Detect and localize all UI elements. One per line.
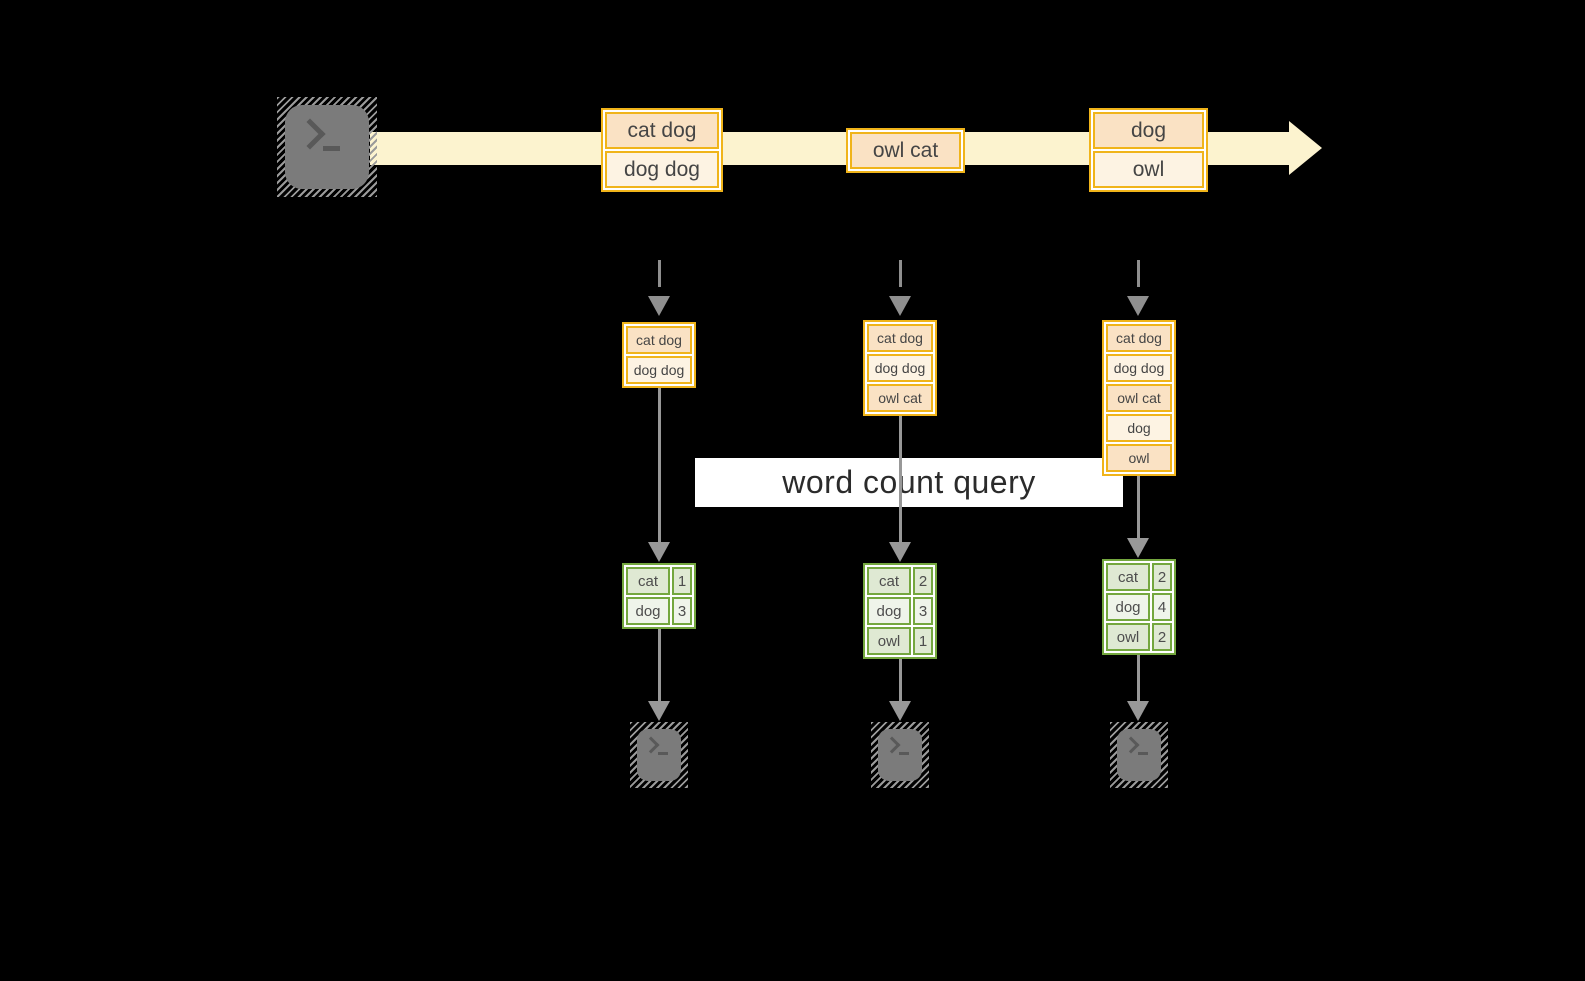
terminal-screen [285, 105, 369, 189]
batch-row: cat dog [605, 112, 719, 149]
prompt-chevron-icon [642, 736, 660, 754]
state-row: cat dog [867, 324, 933, 352]
source-terminal-icon [277, 97, 377, 197]
sink-arrow-line [658, 629, 661, 703]
state-row: owl [1106, 444, 1172, 472]
wordcount-table-3: cat 2 dog 4 owl 2 [1102, 559, 1176, 655]
prompt-underscore-icon [1138, 752, 1148, 755]
prompt-underscore-icon [658, 752, 668, 755]
batch-row: dog [1093, 112, 1204, 149]
count-cell: 1 [672, 567, 692, 595]
state-row: owl cat [1106, 384, 1172, 412]
word-cell: cat [1106, 563, 1150, 591]
count-cell: 3 [913, 597, 933, 625]
word-cell: dog [1106, 593, 1150, 621]
sink-terminal-icon [871, 722, 929, 788]
count-cell: 2 [1152, 563, 1172, 591]
batch-row: dog dog [605, 151, 719, 188]
dashed-arrow-line [899, 260, 902, 287]
terminal-screen [1117, 729, 1161, 781]
sink-arrow-line [899, 659, 902, 703]
word-cell: owl [867, 627, 911, 655]
stream-batch-1-box: cat dog dog dog [601, 108, 723, 192]
dashed-arrow-head-icon [648, 296, 670, 316]
sink-terminal-icon [1110, 722, 1168, 788]
prompt-chevron-icon [294, 118, 326, 150]
prompt-underscore-icon [323, 146, 340, 151]
batch-row: owl cat [850, 132, 961, 169]
word-cell: owl [1106, 623, 1150, 651]
prompt-underscore-icon [899, 752, 909, 755]
batch-row: owl [1093, 151, 1204, 188]
wordcount-table-2: cat 2 dog 3 owl 1 [863, 563, 937, 659]
stream-timeline-arrowhead-icon [1289, 121, 1322, 175]
count-cell: 2 [1152, 623, 1172, 651]
word-cell: dog [626, 597, 670, 625]
query-arrow-line [658, 388, 661, 544]
accumulated-state-box-1: cat dog dog dog [622, 322, 696, 388]
sink-arrow-head-icon [1127, 701, 1149, 721]
state-row: cat dog [626, 326, 692, 354]
sink-arrow-head-icon [889, 701, 911, 721]
stream-batch-3-box: dog owl [1089, 108, 1208, 192]
state-row: dog dog [1106, 354, 1172, 382]
count-cell: 3 [672, 597, 692, 625]
state-row: cat dog [1106, 324, 1172, 352]
sink-arrow-head-icon [648, 701, 670, 721]
query-arrow-head-icon [889, 542, 911, 562]
count-cell: 1 [913, 627, 933, 655]
word-cell: dog [867, 597, 911, 625]
word-cell: cat [626, 567, 670, 595]
query-arrow-line [1137, 476, 1140, 540]
query-arrow-head-icon [648, 542, 670, 562]
terminal-screen [637, 729, 681, 781]
state-row: dog dog [626, 356, 692, 384]
sink-terminal-icon [630, 722, 688, 788]
dashed-arrow-line [658, 260, 661, 287]
dashed-arrow-head-icon [1127, 296, 1149, 316]
prompt-chevron-icon [883, 736, 901, 754]
query-banner-label: word count query [782, 464, 1036, 500]
accumulated-state-box-2: cat dog dog dog owl cat [863, 320, 937, 416]
state-row: dog dog [867, 354, 933, 382]
query-arrow-line [899, 416, 902, 544]
wordcount-table-1: cat 1 dog 3 [622, 563, 696, 629]
query-arrow-head-icon [1127, 538, 1149, 558]
terminal-screen [878, 729, 922, 781]
accumulated-state-box-3: cat dog dog dog owl cat dog owl [1102, 320, 1176, 476]
count-cell: 4 [1152, 593, 1172, 621]
dashed-arrow-head-icon [889, 296, 911, 316]
count-cell: 2 [913, 567, 933, 595]
sink-arrow-line [1137, 655, 1140, 703]
stream-batch-2-box: owl cat [846, 128, 965, 173]
prompt-chevron-icon [1122, 736, 1140, 754]
word-cell: cat [867, 567, 911, 595]
state-row: owl cat [867, 384, 933, 412]
dashed-arrow-line [1137, 260, 1140, 287]
state-row: dog [1106, 414, 1172, 442]
query-banner: word count query [695, 458, 1123, 507]
